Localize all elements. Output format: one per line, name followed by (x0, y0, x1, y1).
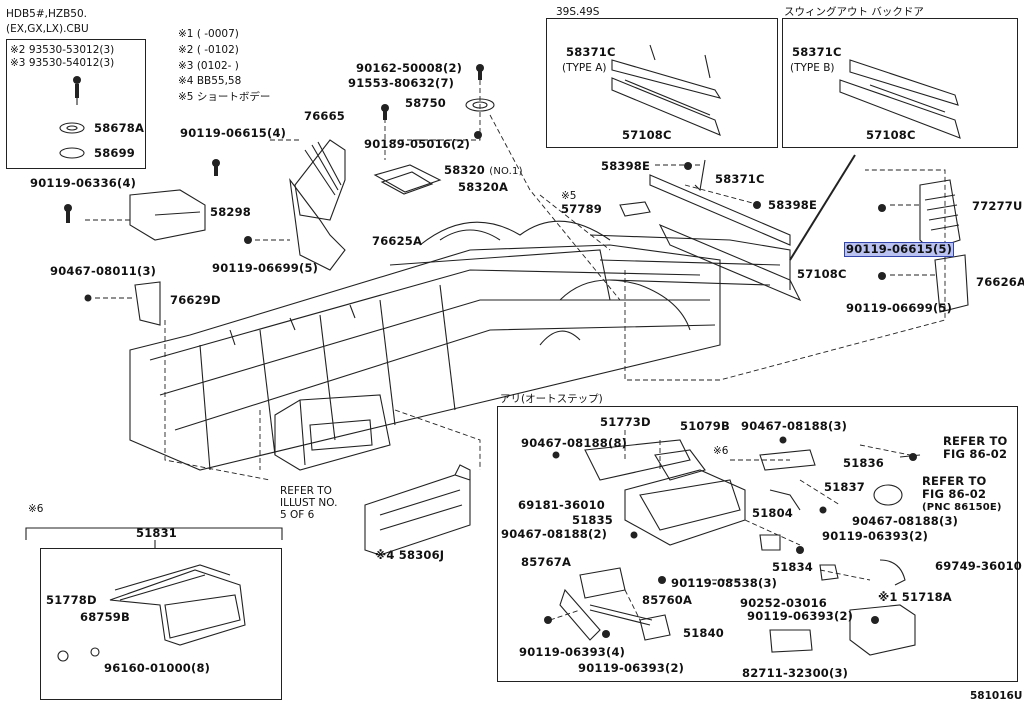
part-90189-05016[interactable]: 90189-05016(2) (364, 137, 471, 151)
flap-76629D (134, 281, 161, 326)
part-90162-50008[interactable]: 90162-50008(2) (356, 61, 463, 75)
part-76629D[interactable]: 76629D (170, 293, 221, 307)
note-5: ※5 ショートボデー (178, 91, 271, 103)
part-90467-08188-8[interactable]: 90467-08188(8) (521, 436, 628, 450)
note-1: ※1 ( -0007) (178, 28, 239, 40)
part-51840[interactable]: 51840 (683, 626, 725, 640)
part-90119-06615-4[interactable]: 90119-06615(4) (180, 126, 287, 140)
inset-39s-type: (TYPE A) (562, 62, 607, 74)
note-3: ※3 (0102- ) (178, 60, 239, 72)
inset-39s-title: 39S.49S (556, 6, 600, 18)
refer-illust-note[interactable]: REFER TO ILLUST NO. 5 OF 6 (280, 485, 338, 521)
part-51773D[interactable]: 51773D (600, 415, 651, 429)
part-58678A[interactable]: 58678A (94, 121, 145, 135)
inset-step-title[interactable]: 51831 (136, 526, 178, 540)
inset-swing-part-58371C[interactable]: 58371C (792, 45, 842, 59)
inset-step-mark: ※6 (28, 503, 44, 515)
part-76626A[interactable]: 76626A (976, 275, 1024, 289)
part-58750[interactable]: 58750 (405, 96, 447, 110)
part-51718A[interactable]: ※1 51718A (878, 590, 952, 604)
mark-57789: ※5 (561, 190, 577, 202)
part-90119-08538[interactable]: 90119-08538(3) (671, 576, 778, 590)
under-box (274, 394, 391, 471)
part-96160-01000[interactable]: 96160-01000(8) (104, 661, 211, 675)
part-90467-08011[interactable]: 90467-08011(3) (50, 264, 157, 278)
inset-swing-type: (TYPE B) (790, 62, 835, 74)
part-82711-32300[interactable]: 82711-32300(3) (742, 666, 849, 680)
mudguard-77277U (919, 179, 961, 251)
part-90467-08188-2[interactable]: 90467-08188(2) (501, 527, 608, 541)
part-77277U[interactable]: 77277U (972, 199, 1023, 213)
inset-39s-part-58371C[interactable]: 58371C (566, 45, 616, 59)
inset-step (40, 548, 282, 700)
part-90252-03016[interactable]: 90252-03016 (740, 596, 827, 610)
inset-swing (782, 18, 1018, 148)
part-58398E-b[interactable]: 58398E (768, 198, 818, 212)
model-line-2: (EX,GX,LX).CBU (6, 23, 89, 35)
part-58298[interactable]: 58298 (210, 205, 252, 219)
inset-washers (6, 39, 146, 169)
part-57108C[interactable]: 57108C (797, 267, 847, 281)
part-90119-06699-5a[interactable]: 90119-06699(5) (212, 261, 319, 275)
inset-swing-part-57108C[interactable]: 57108C (866, 128, 916, 142)
refer-fig-86-02-b[interactable]: REFER TO FIG 86-02 (PNC 86150E) (922, 474, 1002, 514)
mark-6-auto: ※6 (713, 445, 729, 457)
part-91553-80632[interactable]: 91553-80632(7) (348, 76, 455, 90)
part-58320A[interactable]: 58320A (458, 180, 509, 194)
note-4: ※4 BB55,58 (178, 75, 242, 87)
part-58371C[interactable]: 58371C (715, 172, 765, 186)
part-90119-06615-5[interactable]: 90119-06615(5) (843, 242, 955, 257)
pad-58320 (373, 164, 442, 193)
diagram-code: 581016U (970, 690, 1023, 702)
rail-58371C (649, 174, 791, 246)
part-90119-06336[interactable]: 90119-06336(4) (30, 176, 137, 190)
part-58306J[interactable]: ※4 58306J (375, 548, 445, 562)
flap-76626A (934, 254, 969, 313)
model-line-1: HDB5#,HZB50. (6, 8, 87, 20)
mudguard-76665 (294, 139, 346, 221)
chassis-frame (129, 220, 791, 471)
inset-swing-title: スウィングアウト バックドア (784, 6, 924, 18)
part-68759B[interactable]: 68759B (80, 610, 130, 624)
part-85767A[interactable]: 85767A (521, 555, 572, 569)
inset-39s (546, 18, 778, 148)
inset-washers-line-1: ※2 93530-53012(3) (10, 44, 115, 56)
part-51079B[interactable]: 51079B (680, 419, 730, 433)
part-58398E-a[interactable]: 58398E (601, 159, 651, 173)
inset-39s-part-57108C[interactable]: 57108C (622, 128, 672, 142)
part-51804[interactable]: 51804 (752, 506, 794, 520)
rail-57108C (658, 223, 802, 302)
part-58699[interactable]: 58699 (94, 146, 136, 160)
part-90119-06699-5b[interactable]: 90119-06699(5) (846, 301, 953, 315)
part-76665[interactable]: 76665 (304, 109, 346, 123)
part-85760A[interactable]: 85760A (642, 593, 693, 607)
part-90119-06393-2a[interactable]: 90119-06393(2) (822, 529, 929, 543)
part-51778D[interactable]: 51778D (46, 593, 97, 607)
refer-fig-86-02-a[interactable]: REFER TO FIG 86-02 (943, 434, 1008, 461)
part-51837[interactable]: 51837 (824, 480, 866, 494)
inset-washers-line-2: ※3 93530-54012(3) (10, 57, 115, 69)
part-57789[interactable]: 57789 (561, 202, 603, 216)
part-51836[interactable]: 51836 (843, 456, 885, 470)
inset-auto-step (497, 406, 1018, 682)
part-90119-06393-2c[interactable]: 90119-06393(2) (578, 661, 685, 675)
part-76625A[interactable]: 76625A (372, 234, 423, 248)
part-69181-36010[interactable]: 69181-36010 (518, 498, 605, 512)
part-90467-08188-3a[interactable]: 90467-08188(3) (741, 419, 848, 433)
part-58320[interactable]: 58320 (NO.1) (444, 163, 523, 178)
part-90119-06393-2b[interactable]: 90119-06393(2) (747, 609, 854, 623)
note-2: ※2 ( -0102) (178, 44, 239, 56)
part-90119-06393-4[interactable]: 90119-06393(4) (519, 645, 626, 659)
bracket-76625A (289, 177, 346, 271)
part-69749-36010[interactable]: 69749-36010 (935, 559, 1022, 573)
part-51835[interactable]: 51835 (572, 513, 614, 527)
inset-auto-step-title: アリ(オートステップ) (500, 393, 603, 405)
part-90467-08188-3b[interactable]: 90467-08188(3) (852, 514, 959, 528)
part-51834[interactable]: 51834 (772, 560, 814, 574)
side-step (364, 464, 471, 556)
box-58298 (129, 189, 206, 241)
